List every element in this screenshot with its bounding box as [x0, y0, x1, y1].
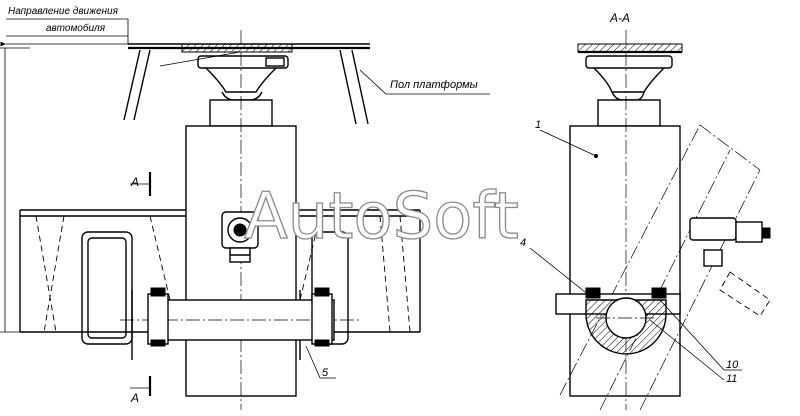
section-title: А-А — [609, 11, 630, 25]
mount-bolt — [265, 57, 285, 67]
hydraulic-port-center — [233, 223, 247, 237]
platform-floor: Пол платформы — [123, 43, 490, 125]
section-bolt-left — [585, 287, 601, 299]
floor-hatched-plate — [181, 43, 293, 53]
phantom-axis — [599, 149, 731, 411]
direction-label-line1: Направление движения — [8, 6, 119, 17]
section-mount-plate — [585, 55, 673, 69]
tilted-cylinder-phantom — [559, 124, 761, 411]
axle-clamp-right — [311, 293, 333, 345]
callout-11-leader — [649, 319, 725, 381]
section-cylinder-cap — [597, 99, 661, 127]
section-trunnion — [555, 287, 681, 355]
floor-bracket-right — [339, 49, 369, 125]
direction-label-line2: автомобиля — [46, 22, 106, 34]
phantom-outline — [559, 124, 761, 411]
section-view: А-А — [520, 11, 771, 411]
watermark: AutoSoft — [244, 180, 519, 254]
platform-floor-label: Пол платформы — [390, 79, 478, 91]
callout-10: 10 — [726, 359, 739, 371]
frame-hidden-left — [35, 215, 65, 333]
nut-right — [314, 339, 330, 347]
section-bolt-right — [651, 287, 667, 299]
callout-10-leader — [659, 299, 725, 371]
fitting-phantom — [719, 271, 771, 317]
callout-5-leader — [305, 345, 321, 379]
callout-11: 11 — [726, 373, 737, 385]
section-mark-top: А — [130, 175, 139, 189]
section-marks: А А — [130, 172, 152, 405]
bolt-head-left — [150, 287, 166, 297]
section-mark-bottom: А — [130, 391, 139, 405]
cylinder-front — [185, 30, 297, 410]
callout-4: 4 — [520, 237, 526, 249]
mount-leader — [159, 51, 241, 67]
nut-left — [150, 339, 166, 347]
callout-1: 1 — [535, 119, 541, 131]
bracket-left — [81, 231, 133, 345]
bolt-head-right — [314, 287, 330, 297]
section-cylinder-body — [569, 125, 681, 397]
fitting-lower-nut — [703, 249, 723, 267]
section-mount-cup — [593, 67, 665, 93]
platform-floor-leader — [359, 69, 387, 95]
fitting-plug — [761, 227, 771, 239]
axle-clamp-left — [147, 293, 169, 345]
bracket-left-inner — [87, 237, 127, 339]
direction-note: Направление движения автомобиля — [0, 6, 129, 47]
section-ball-joint — [611, 91, 645, 101]
frame-hidden-inner — [149, 215, 321, 301]
section-callouts: 1 4 10 11 — [520, 119, 742, 385]
fitting-nut — [735, 221, 763, 243]
ball-joint — [221, 91, 263, 101]
callout-5: 5 — [322, 367, 329, 379]
callout-1-dot — [593, 153, 599, 159]
floor-bracket-left — [123, 49, 151, 121]
callout-1-leader — [539, 129, 597, 157]
section-hydraulic-fitting — [689, 217, 771, 317]
section-floor-plate — [577, 43, 683, 53]
trunnion-axle: 5 — [120, 287, 360, 379]
front-view: Направление движения автомобиля Пол плат… — [0, 6, 490, 410]
callout-4-leader — [529, 247, 591, 297]
upper-mount — [159, 51, 289, 127]
fitting-body — [689, 217, 737, 241]
